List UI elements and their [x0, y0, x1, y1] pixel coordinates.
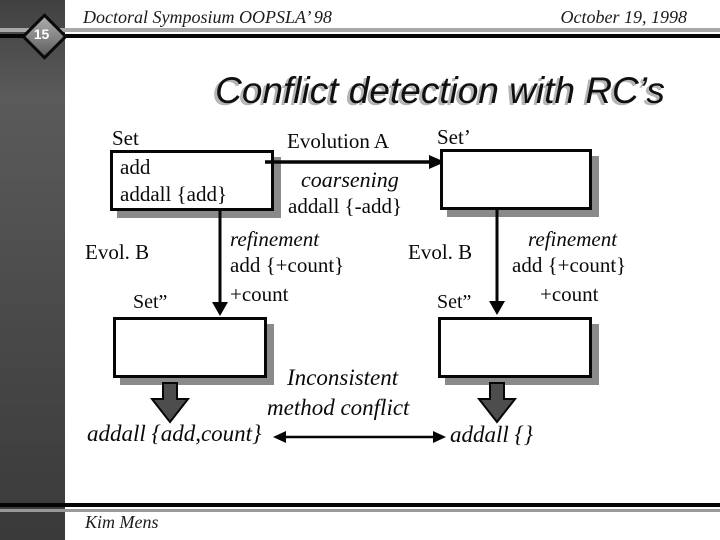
footer-author: Kim Mens [85, 512, 159, 532]
top-rule-black [0, 34, 720, 38]
refinement-right-label: refinement [528, 227, 618, 251]
set-doubleprime-right-box [438, 317, 592, 378]
refinement-left-label: refinement [230, 227, 320, 251]
set-doubleprime-left-box [113, 317, 267, 378]
refinement-right-detail1: add {+count} [512, 253, 627, 277]
header-date: October 19, 1998 [560, 7, 687, 27]
slide-number: 15 [33, 26, 50, 42]
arrow-right-icon [265, 155, 445, 169]
evolution-a-label: Evolution A [287, 129, 390, 153]
refinement-left-detail1: add {+count} [230, 253, 345, 277]
conflict-line2: method conflict [267, 395, 410, 420]
top-rule-gray [0, 28, 720, 32]
conflict-line1: Inconsistent [287, 365, 399, 390]
bottom-rule-black [0, 503, 720, 507]
set-box-line2: addall {add} [120, 182, 228, 206]
set-box-line1: add [120, 155, 151, 179]
evol-b-right-label: Evol. B [408, 240, 473, 264]
sidebar [0, 0, 65, 540]
set-prime-label: Set’ [437, 125, 471, 149]
bottom-rule-gray [0, 509, 720, 512]
result-left-text: addall {add,count} [87, 421, 262, 446]
coarsening-label: coarsening [301, 167, 399, 192]
header-event: Doctoral Symposium OOPSLA’ 98 [83, 7, 332, 27]
coarsening-detail: addall {-add} [288, 194, 403, 218]
set-box: add addall {add} [110, 150, 274, 211]
set-doubleprime-right-label: Set” [437, 291, 472, 313]
block-arrow-down-icon [149, 382, 191, 424]
arrow-both-icon [273, 431, 446, 443]
set-doubleprime-left-label: Set” [133, 291, 168, 313]
result-right-text: addall {} [450, 422, 533, 447]
block-arrow-down-icon [476, 382, 518, 424]
refinement-left-detail2: +count [230, 282, 289, 306]
refinement-right-detail2: +count [540, 282, 599, 306]
set-label: Set [112, 126, 139, 150]
evol-b-left-label: Evol. B [85, 240, 150, 264]
set-prime-box [440, 149, 592, 210]
arrow-down-icon [489, 208, 505, 315]
page-title: Conflict detection with RC’s [215, 70, 665, 111]
arrow-down-icon [212, 209, 228, 316]
